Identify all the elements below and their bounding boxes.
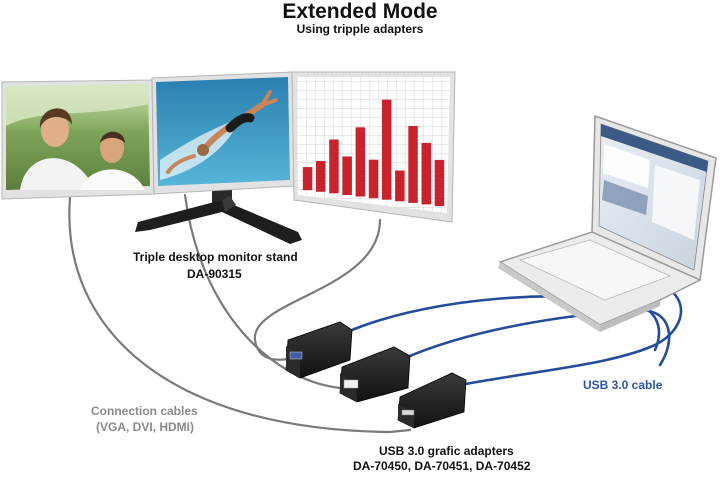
adapters-codes-label: DA-70450, DA-70451, DA-70452 [353,459,531,473]
adapters-label: USB 3.0 grafic adapters [379,444,514,458]
monitor-stand-label: Triple desktop monitor stand [133,250,298,264]
cable-center-monitor [183,193,352,390]
screen-bar [395,170,405,202]
adapter-vga [285,321,353,379]
connection-cables-label: Connection cables [91,404,198,418]
screen-bar [316,161,326,192]
page-title: Extended Mode [282,0,438,23]
cable-left-monitor [68,196,412,434]
monitor-left [1,79,155,200]
screen-bar [302,167,313,191]
screen-bar [342,156,352,195]
screen-bar [381,99,392,200]
page-subtitle: Using tripple adapters [296,22,424,36]
screen-bar [421,142,431,205]
usb-cable-3 [458,285,683,387]
adapter-hdmi [397,372,467,429]
usb-cable-label: USB 3.0 cable [583,378,663,392]
screen-bar-chart [302,99,445,207]
screen-bar [434,159,445,207]
monitor-right [291,71,456,223]
screen-bar [329,139,339,194]
connection-types-label: (VGA, DVI, HDMI) [96,420,194,434]
adapters [285,321,467,429]
connection-cables [68,193,412,434]
screen-bar [408,126,418,203]
monitor-stand-code: DA-90315 [187,267,242,281]
laptop [498,114,717,332]
screen-bar [355,127,366,197]
adapter-dvi [339,346,411,403]
monitor-center [151,71,295,195]
screen-bar [368,159,379,199]
cable-right-monitor [253,218,382,361]
